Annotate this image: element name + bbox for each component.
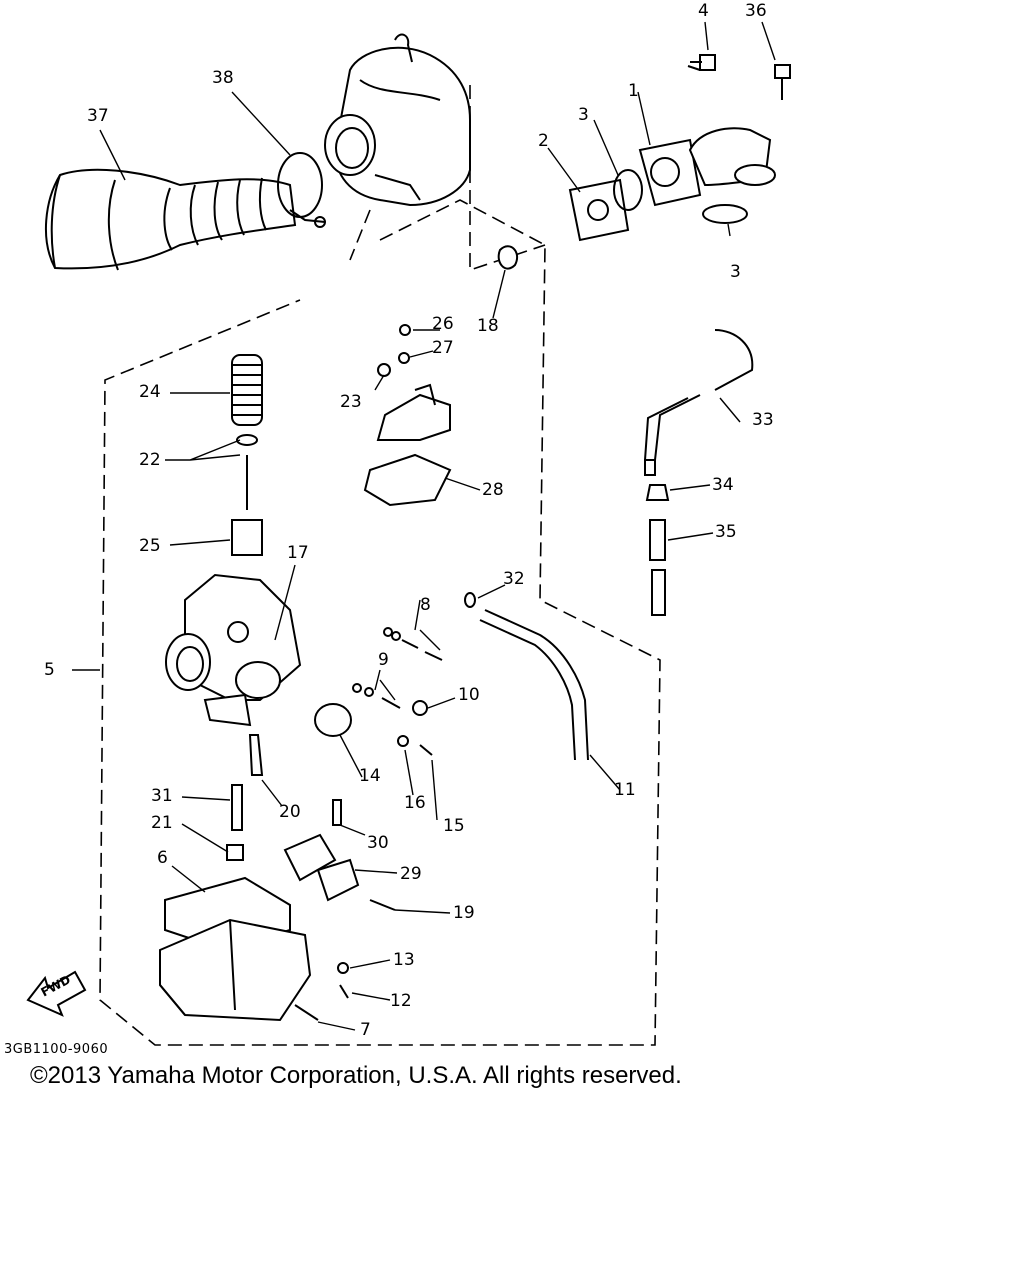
label-12: 12 [390,991,412,1011]
washer-27 [398,352,410,364]
washer-16 [397,735,409,747]
label-3-upper: 3 [578,105,589,125]
float-pin-19 [369,899,396,911]
air-filter-case [324,33,471,207]
label-5: 5 [44,660,55,680]
label-9: 9 [378,650,389,670]
label-8: 8 [420,595,431,615]
label-38: 38 [212,68,234,88]
hose-clip-32 [464,592,476,608]
screw-26 [399,324,411,336]
copyright-notice: ©2013 Yamaha Motor Corporation, U.S.A. A… [30,1062,682,1089]
pilot-jet-31 [231,784,243,831]
hose-35 [649,519,666,616]
label-17: 17 [287,543,309,563]
label-26: 26 [432,314,454,334]
assembly-outline [99,199,661,1046]
screw-15 [419,744,433,756]
manifold-gasket [568,178,630,242]
label-6: 6 [157,848,168,868]
float-29 [283,833,360,902]
label-11: 11 [614,780,636,800]
label-23: 23 [340,392,362,412]
main-jet-21 [226,844,244,861]
label-13: 13 [393,950,415,970]
idle-screw-set-9 [352,683,401,709]
float-bowl [159,918,312,1022]
label-25: 25 [139,536,161,556]
screw-12 [339,984,349,999]
label-2: 2 [538,131,549,151]
label-18: 18 [477,316,499,336]
carburetor-body [165,573,302,727]
label-20: 20 [279,802,301,822]
o-ring-lower [702,204,748,224]
intake-manifold [638,127,776,207]
label-7: 7 [360,1020,371,1040]
drain-nut-13 [337,962,349,974]
bolt-36 [774,64,791,100]
bolt-4 [687,54,716,71]
carb-top-cover [376,383,451,441]
label-36: 36 [745,1,767,21]
drawing-code: 3GB1100-9060 [4,1042,109,1057]
seal-18 [497,245,519,270]
throttle-valve [231,519,263,556]
label-32: 32 [503,569,525,589]
o-ring-upper [613,169,643,211]
drain-screw-7 [294,1004,319,1021]
needle-clip [236,434,258,446]
label-21: 21 [151,813,173,833]
label-34: 34 [712,475,734,495]
label-29: 29 [400,864,422,884]
label-14: 14 [359,766,381,786]
label-4: 4 [698,1,709,21]
air-duct [45,168,297,271]
top-cover-gasket [363,453,452,507]
label-22: 22 [139,450,161,470]
label-28: 28 [482,480,504,500]
label-27: 27 [432,338,454,358]
label-1: 1 [628,81,639,101]
label-24: 24 [139,382,161,402]
label-19: 19 [453,903,475,923]
needle-valve-30 [332,799,342,826]
pilot-screw-set-8 [383,627,443,661]
hose-33 [644,329,754,476]
fwd-arrow [26,970,87,1017]
label-35: 35 [715,522,737,542]
label-16: 16 [404,793,426,813]
label-10: 10 [458,685,480,705]
label-33: 33 [752,410,774,430]
needle-jet-20 [248,734,264,776]
clamp-band [277,152,326,228]
throttle-spring [231,354,263,426]
cap-14 [314,703,352,737]
nut-23 [377,363,391,377]
label-31: 31 [151,786,173,806]
label-15: 15 [443,816,465,836]
joint-34 [645,484,670,501]
label-3-lower: 3 [730,262,741,282]
hose-11 [479,609,589,761]
label-37: 37 [87,106,109,126]
label-30: 30 [367,833,389,853]
leader-lines [72,21,776,1031]
screw-10 [412,700,428,716]
